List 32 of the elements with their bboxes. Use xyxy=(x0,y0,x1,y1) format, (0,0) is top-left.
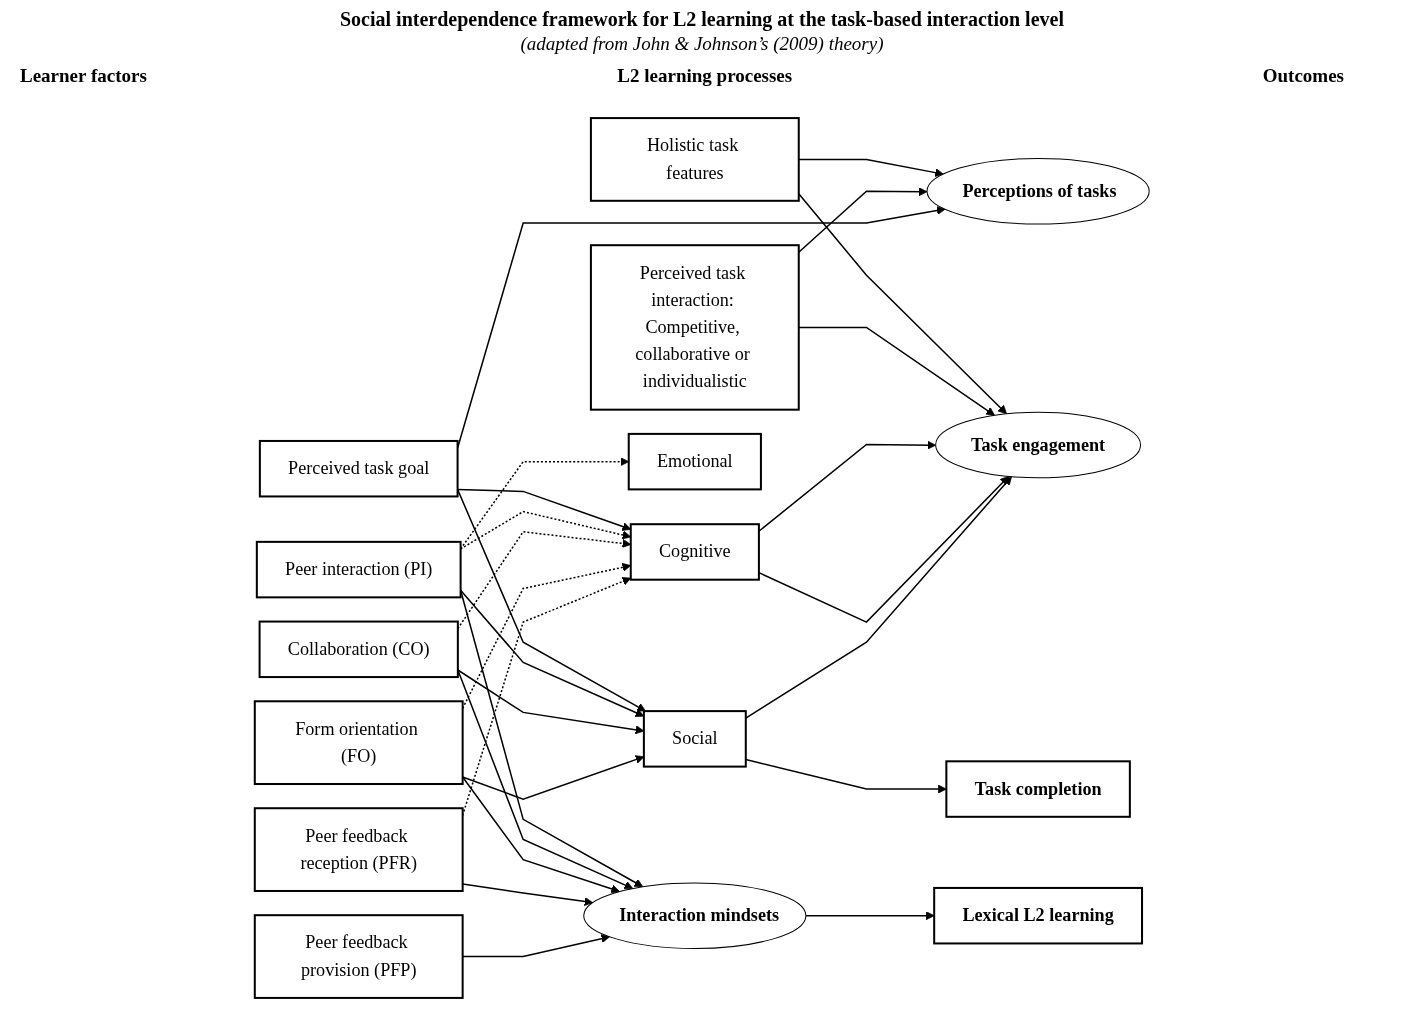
node-box: Peer feedback provision (PFP) xyxy=(253,914,464,999)
node-box: Perceived task goal xyxy=(258,439,459,498)
node-box: Social xyxy=(642,710,747,768)
node-ellipse: Perceptions of tasks xyxy=(926,157,1150,225)
node-box: Emotional xyxy=(627,432,762,491)
arrow xyxy=(758,440,937,532)
node-box: Cognitive xyxy=(629,523,760,581)
node-box: Lexical L2 learning xyxy=(933,886,1144,945)
node-box: Holistic task features xyxy=(589,117,800,202)
arrow xyxy=(758,476,1010,623)
arrow xyxy=(805,911,935,921)
node-box: Form orientation (FO) xyxy=(253,700,464,786)
diagram-title: Social interdependence framework for L2 learning at the task-based interaction level xyxy=(340,8,1064,31)
node-box: Task completion xyxy=(945,760,1131,818)
node-ellipse: Task engagement xyxy=(935,411,1142,479)
column-heading: L2 learning processes xyxy=(617,65,793,87)
arrow xyxy=(798,158,944,177)
arrow xyxy=(745,758,947,794)
arrow xyxy=(798,193,1007,415)
arrow xyxy=(459,589,644,888)
column-heading: Learner factors xyxy=(20,65,147,87)
arrow xyxy=(745,476,1012,719)
arrow xyxy=(456,488,646,712)
node-box: Collaboration (CO) xyxy=(258,620,459,679)
arrow xyxy=(798,187,928,254)
column-heading: Outcomes xyxy=(1262,65,1344,87)
arrow xyxy=(798,326,995,416)
node-ellipse: Interaction mindsets xyxy=(583,882,807,949)
node-box: Perceived task interaction: Competitive, collaborative or individualistic xyxy=(589,244,800,411)
node-box: Peer interaction (PI) xyxy=(255,540,462,599)
subtitle: (adapted from John & Johnson’s (2009) theory) xyxy=(520,33,884,55)
node-box: Peer feedback reception (PFR) xyxy=(253,807,464,892)
